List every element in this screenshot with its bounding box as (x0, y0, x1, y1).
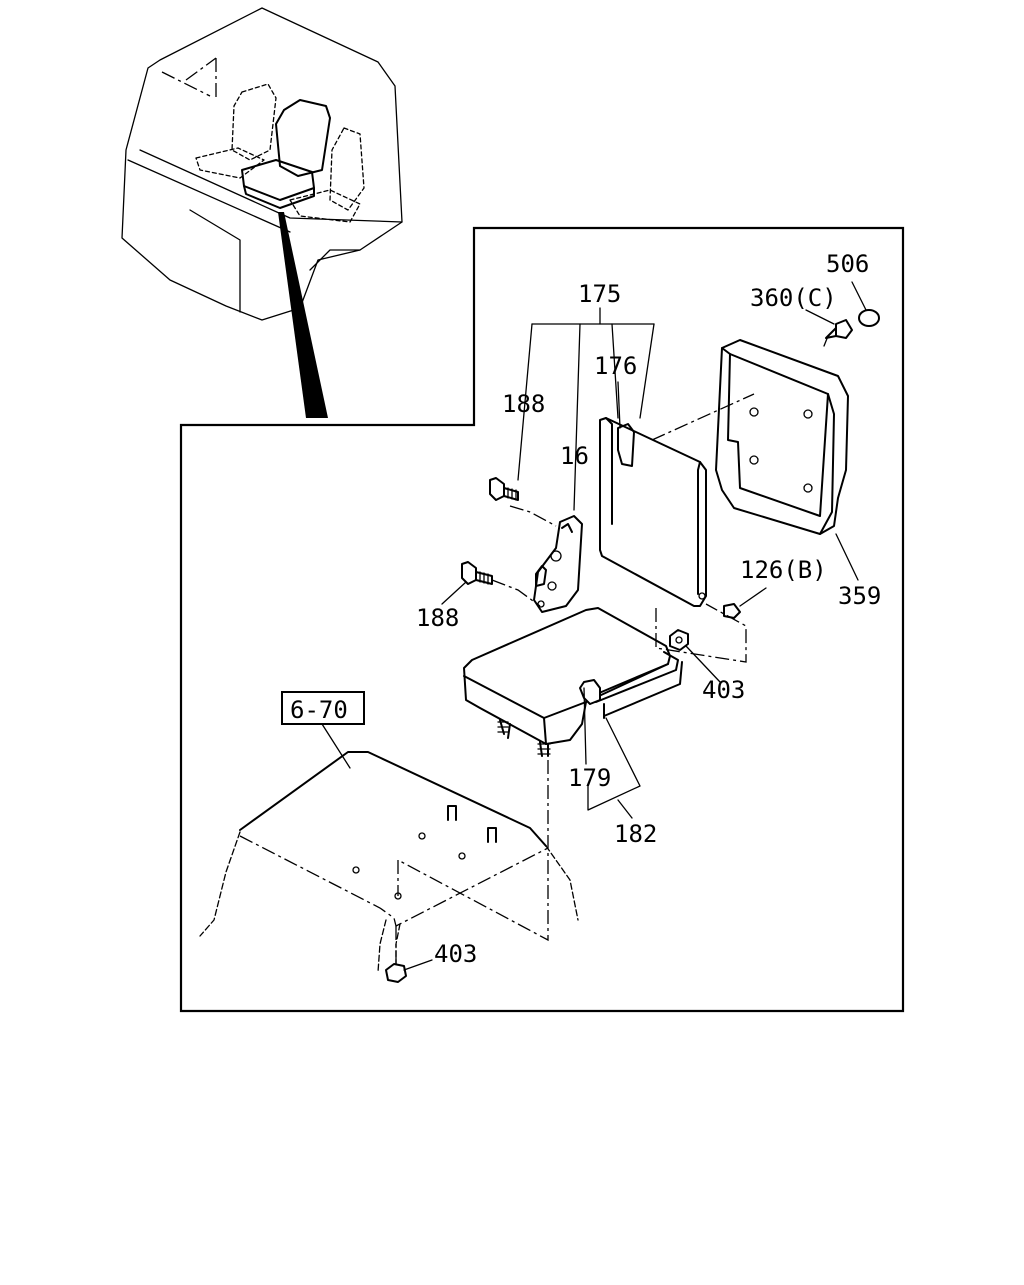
bolt-188-bottom (461, 561, 493, 585)
callout-126: 126(B) (740, 556, 827, 584)
cab-right-seat (289, 127, 365, 223)
nut-403-right (669, 629, 689, 651)
detail-frame (179, 226, 905, 1013)
floor-pan (199, 751, 579, 973)
cab-overview-illustration (121, 7, 403, 418)
cab-center-seat (241, 99, 331, 209)
hinge-bracket-16 (533, 515, 583, 613)
screw-360 (823, 319, 853, 347)
callout-179: 179 (568, 764, 611, 792)
cab-left-seat (195, 83, 277, 179)
callout-188-top: 188 (502, 390, 545, 418)
nut-403-bottom (385, 963, 407, 983)
callout-506: 506 (826, 250, 869, 278)
callout-403-bottom: 403 (434, 940, 477, 968)
reference-box-label: 6-70 (290, 696, 348, 724)
seat-back-cover-359 (715, 339, 849, 535)
detail-pointer (278, 212, 328, 418)
callout-403-right: 403 (702, 676, 745, 704)
callout-360: 360(C) (750, 284, 837, 312)
callout-175: 175 (578, 280, 621, 308)
cap-506 (858, 309, 880, 327)
seat-cushion (463, 607, 683, 757)
clip-126 (723, 603, 741, 619)
callout-359: 359 (838, 582, 881, 610)
reference-box (281, 691, 365, 725)
leader-lines (321, 281, 867, 971)
bolt-188-top (489, 477, 519, 501)
seat-back-frame (599, 417, 707, 607)
callout-16: 16 (560, 442, 589, 470)
callout-188-bottom: 188 (416, 604, 459, 632)
callout-176: 176 (594, 352, 637, 380)
callout-182: 182 (614, 820, 657, 848)
